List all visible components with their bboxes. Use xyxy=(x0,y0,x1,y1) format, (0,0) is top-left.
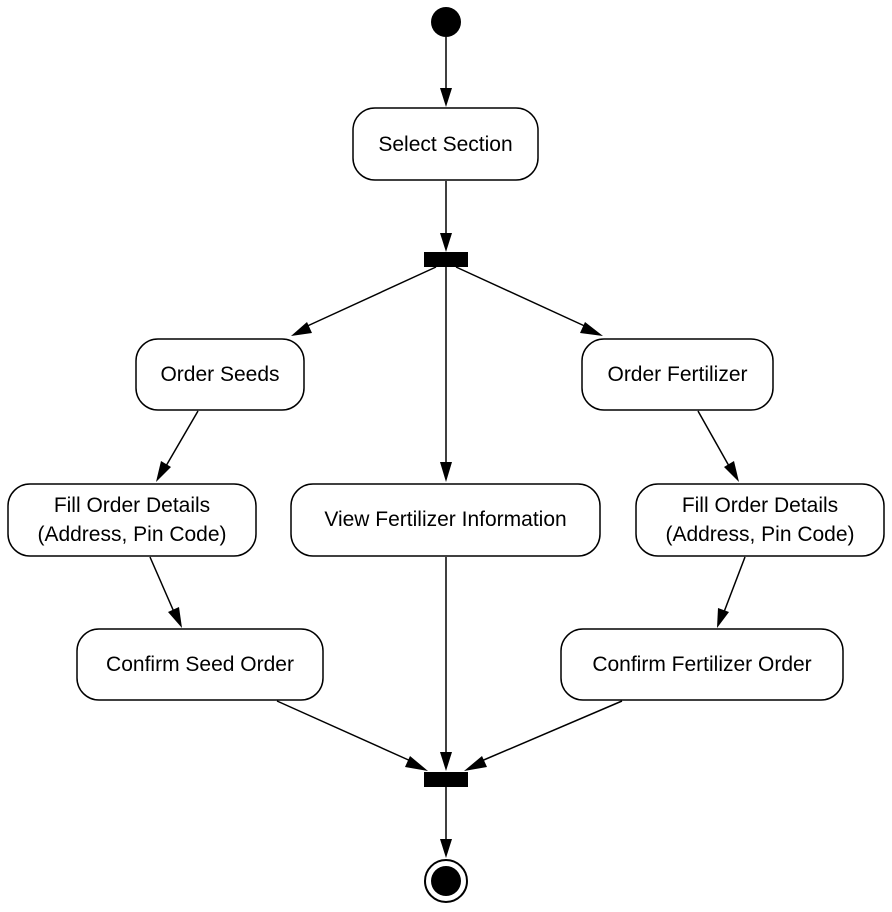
arrowhead xyxy=(464,756,487,771)
arrowhead xyxy=(168,607,182,628)
arrowhead xyxy=(440,233,452,252)
action-label: Confirm Fertilizer Order xyxy=(592,653,811,676)
action-confirm-fertilizer-order: Confirm Fertilizer Order xyxy=(560,628,844,701)
action-fill-order-details-seed: Fill Order Details (Address, Pin Code) xyxy=(7,483,257,557)
action-label-line2: (Address, Pin Code) xyxy=(665,523,854,546)
action-label: Order Seeds xyxy=(160,363,279,386)
action-label: View Fertilizer Information xyxy=(324,508,566,531)
flow-edges xyxy=(149,37,746,858)
action-label-line2: (Address, Pin Code) xyxy=(37,523,226,546)
join-bar xyxy=(424,772,468,787)
action-view-fertilizer-information: View Fertilizer Information xyxy=(290,483,601,557)
action-label: Select Section xyxy=(378,133,512,156)
fork-bar xyxy=(424,252,468,267)
arrowhead xyxy=(580,322,603,336)
action-confirm-seed-order: Confirm Seed Order xyxy=(76,628,324,701)
edge-confirm-seed-to-join xyxy=(276,700,414,763)
arrowhead xyxy=(291,322,312,336)
action-order-fertilizer: Order Fertilizer xyxy=(581,338,774,411)
arrowhead xyxy=(156,461,171,482)
action-label: Confirm Seed Order xyxy=(106,653,294,676)
initial-node xyxy=(431,7,461,37)
arrowhead xyxy=(440,462,452,482)
action-order-seeds: Order Seeds xyxy=(135,338,305,411)
action-label: Order Fertilizer xyxy=(607,363,747,386)
edge-fill-fert-to-confirm xyxy=(723,556,746,613)
arrowhead xyxy=(440,839,452,858)
action-fill-order-details-fertilizer: Fill Order Details (Address, Pin Code) xyxy=(635,483,885,557)
action-label-line1: Fill Order Details xyxy=(54,494,210,517)
edge-fork-to-order-seeds xyxy=(302,266,437,329)
edge-confirm-fert-to-join xyxy=(478,700,623,763)
edge-order-seeds-to-fill xyxy=(165,410,199,467)
action-select-section: Select Section xyxy=(352,107,539,181)
edge-fill-seed-to-confirm xyxy=(149,556,175,613)
arrowhead xyxy=(717,608,729,628)
arrowhead xyxy=(724,461,739,482)
edge-fork-to-order-fertilizer xyxy=(455,266,590,329)
arrowhead xyxy=(440,88,452,107)
arrowhead xyxy=(405,756,428,771)
final-node xyxy=(424,859,468,903)
edge-order-fertilizer-to-fill xyxy=(697,410,730,467)
action-label-line1: Fill Order Details xyxy=(682,494,838,517)
arrowhead xyxy=(440,752,452,771)
